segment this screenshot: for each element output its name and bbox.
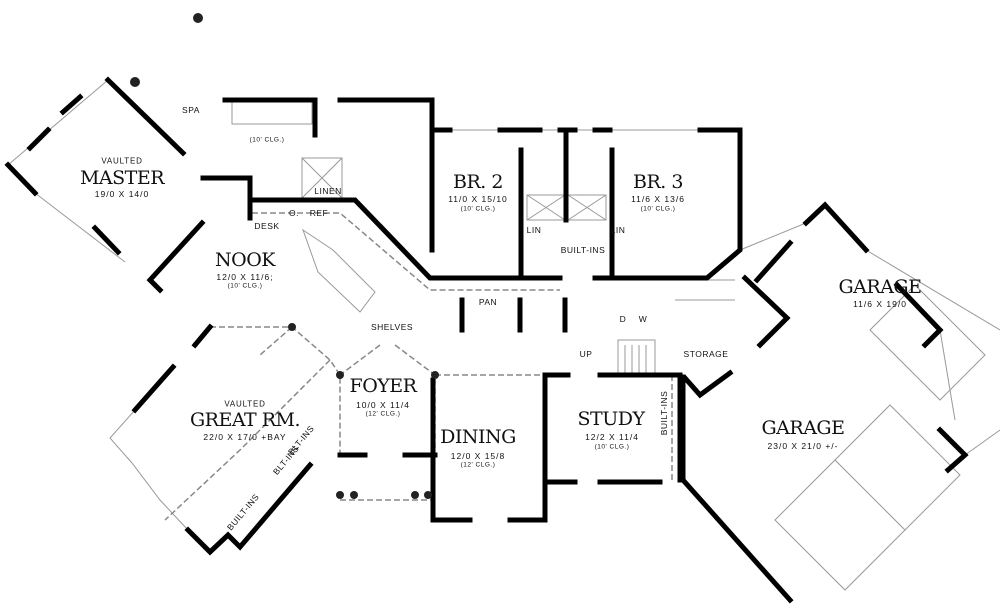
great-room-vaulted-label: VAULTED [224, 399, 266, 409]
nook-ceiling: (10' CLG.) [227, 282, 263, 290]
stair [617, 339, 656, 376]
br2-room-dims: 11/0 X 15/10 [448, 194, 508, 204]
nook-room-dims: 12/0 X 11/6; [216, 272, 274, 282]
foyer-room-name: FOYER [349, 375, 417, 397]
shelves-label: SHELVES [370, 322, 414, 332]
master-vaulted-label: VAULTED [101, 156, 143, 166]
linen-label: LINEN [314, 186, 342, 196]
br3-ceiling: (10' CLG.) [640, 205, 676, 213]
desk-label: DESK [254, 221, 280, 231]
foyer-ceiling: (12' CLG.) [365, 410, 401, 418]
dining-ceiling: (12' CLG.) [460, 461, 496, 469]
study-room-name: STUDY [577, 408, 645, 430]
study-ceiling: (10' CLG.) [594, 443, 630, 451]
great-room-dims: 22/0 X 17/0 +BAY [203, 432, 287, 442]
study-room-dims: 12/2 X 11/4 [585, 432, 639, 442]
washer-label: W [638, 314, 648, 324]
pantry-label: PAN [478, 297, 498, 307]
master-room-name: MASTER [79, 167, 165, 189]
ref-label: REF [309, 208, 329, 218]
great-room-name: GREAT RM. [189, 409, 301, 431]
kitchen-island [302, 228, 376, 313]
br2-ceiling: (10' CLG.) [460, 205, 496, 213]
garage-small-dims: 11/6 X 19/0 [853, 299, 907, 309]
garage-large-name: GARAGE [761, 417, 845, 439]
stair-up-label: UP [579, 349, 593, 359]
foyer-room-dims: 10/0 X 11/4 [356, 400, 410, 410]
lin-left-label: LIN [526, 225, 542, 235]
garage-large-dims: 23/0 X 21/0 +/- [767, 441, 839, 451]
br3-room-dims: 11/6 X 13/6 [631, 194, 685, 204]
thin-lines [7, 79, 1000, 601]
parking-stalls [774, 284, 986, 591]
walls [4, 76, 969, 604]
br3-room-name: BR. 3 [633, 171, 683, 193]
lin-right-label: LIN [610, 225, 626, 235]
oven-label: O. [289, 208, 299, 218]
built-ins-study-label: BUILT-INS [659, 390, 669, 436]
nook-room-name: NOOK [215, 249, 275, 271]
built-ins-hall-label: BUILT-INS [560, 245, 606, 255]
columns [130, 13, 439, 499]
master-bath-ceiling: (10' CLG.) [249, 136, 285, 144]
dining-room-name: DINING [440, 426, 516, 448]
dining-room-dims: 12/0 X 15/8 [450, 451, 506, 461]
dryer-label: D [619, 314, 627, 324]
master-room-dims: 19/0 X 14/0 [94, 189, 150, 199]
spa-label: SPA [182, 105, 200, 115]
br2-room-name: BR. 2 [453, 171, 503, 193]
garage-small-name: GARAGE [838, 276, 922, 298]
storage-label: STORAGE [683, 349, 729, 359]
